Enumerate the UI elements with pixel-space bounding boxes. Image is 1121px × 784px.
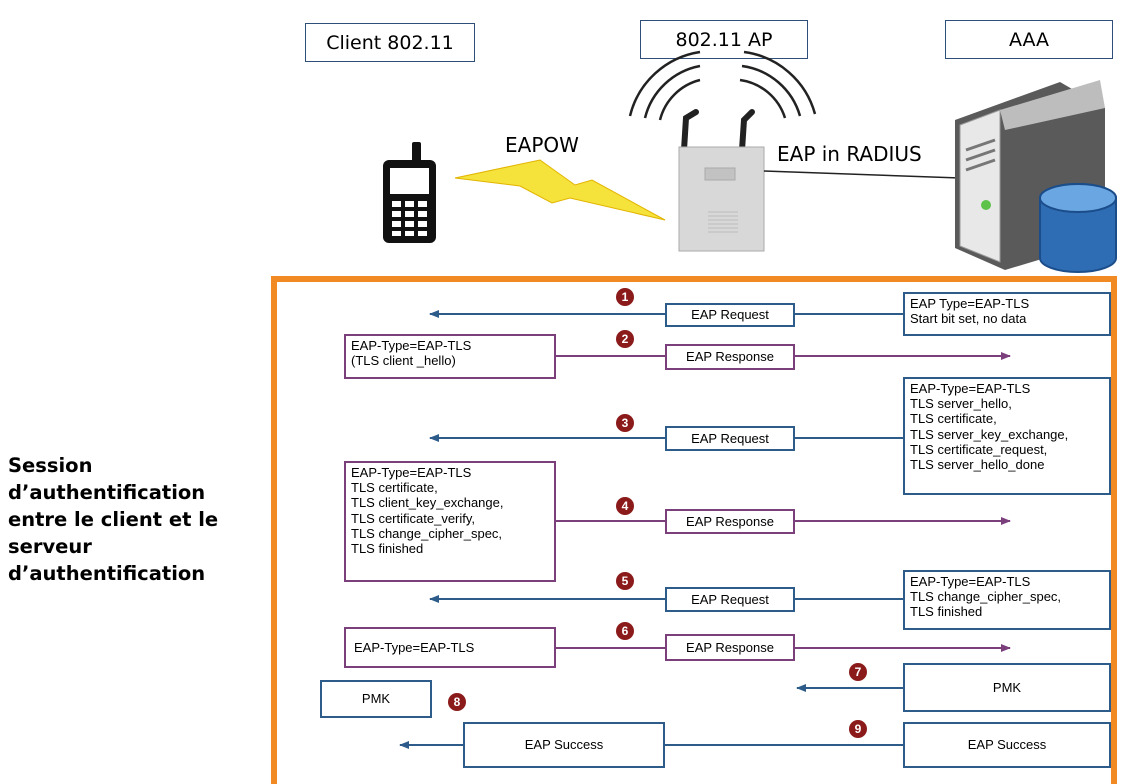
step-1-server-box: EAP Type=EAP-TLS Start bit set, no data bbox=[903, 292, 1111, 336]
session-side-label: Session d’authentification entre le clie… bbox=[8, 454, 219, 585]
svg-text:6: 6 bbox=[622, 624, 629, 638]
step-6-badge: 6 bbox=[616, 622, 634, 640]
step-2-client-line-2: (TLS client _hello) bbox=[351, 353, 456, 369]
step-3-server-line-4: TLS server_key_exchange, bbox=[910, 426, 1069, 442]
step-4-client-line-6: TLS finished bbox=[351, 541, 424, 557]
step-5-server-box: EAP-Type=EAP-TLS TLS change_cipher_spec,… bbox=[903, 570, 1111, 630]
step-4-client-line-4: TLS certificate_verify, bbox=[351, 510, 476, 526]
step-1-message-label: EAP Request bbox=[691, 307, 769, 323]
step-2-message-label: EAP Response bbox=[686, 349, 774, 365]
step-5-server-line-2: TLS change_cipher_spec, bbox=[910, 589, 1062, 605]
step-3-server-line-6: TLS server_hello_done bbox=[910, 457, 1045, 473]
step-4-message-label: EAP Response bbox=[686, 513, 774, 529]
wireless-lightning-icon bbox=[454, 159, 666, 221]
step-2-badge: 2 bbox=[616, 330, 634, 348]
step-4-client-box: EAP-Type=EAP-TLS TLS certificate, TLS cl… bbox=[344, 461, 556, 582]
step-2-client-line-1: EAP-Type=EAP-TLS bbox=[351, 338, 472, 353]
step-9-server-label: EAP Success bbox=[967, 737, 1047, 753]
step-3-message-label: EAP Request bbox=[691, 430, 769, 446]
mobile-phone-icon bbox=[383, 142, 436, 243]
step-8-client-box: PMK bbox=[320, 680, 432, 718]
step-3-server-line-2: TLS server_hello, bbox=[910, 396, 1012, 412]
step-2-client-box: EAP-Type=EAP-TLS (TLS client _hello) bbox=[344, 334, 556, 379]
step-9-badge: 9 bbox=[849, 720, 867, 738]
step-1-badge: 1 bbox=[616, 288, 634, 306]
step-5-server-line-1: EAP-Type=EAP-TLS bbox=[910, 574, 1031, 589]
step-7-badge: 7 bbox=[849, 663, 867, 681]
step-3-server-line-3: TLS certificate, bbox=[910, 411, 997, 427]
step-4-client-line-1: EAP-Type=EAP-TLS bbox=[351, 465, 472, 480]
step-4-client-line-5: TLS change_cipher_spec, bbox=[351, 525, 503, 541]
svg-text:8: 8 bbox=[454, 695, 461, 709]
step-5-message: EAP Request bbox=[665, 587, 795, 612]
svg-text:2: 2 bbox=[622, 332, 629, 346]
step-5-badge: 5 bbox=[616, 572, 634, 590]
step-4-badge: 4 bbox=[616, 497, 634, 515]
svg-text:5: 5 bbox=[622, 574, 629, 588]
ap-header-label: 802.11 AP bbox=[675, 28, 773, 51]
step-5-server-line-3: TLS finished bbox=[910, 604, 983, 620]
authentication-session-frame bbox=[271, 276, 1117, 784]
step-1-message: EAP Request bbox=[665, 303, 795, 327]
step-9-client-box: EAP Success bbox=[463, 722, 665, 768]
step-9-server-box: EAP Success bbox=[903, 722, 1111, 768]
step-3-server-box: EAP-Type=EAP-TLS TLS server_hello, TLS c… bbox=[903, 377, 1111, 495]
step-8-badge: 8 bbox=[448, 693, 466, 711]
client-header-box: Client 802.11 bbox=[305, 23, 475, 62]
step-2-message: EAP Response bbox=[665, 344, 795, 370]
svg-text:7: 7 bbox=[855, 665, 862, 679]
step-7-server-label: PMK bbox=[992, 679, 1022, 695]
client-header-label: Client 802.11 bbox=[326, 31, 454, 54]
step-3-server-line-5: TLS certificate_request, bbox=[910, 441, 1048, 457]
server-database-icon bbox=[955, 80, 1117, 273]
step-3-message: EAP Request bbox=[665, 426, 795, 451]
step-5-message-label: EAP Request bbox=[691, 591, 769, 607]
step-3-server-line-1: EAP-Type=EAP-TLS bbox=[910, 381, 1031, 396]
step-9-message-label: EAP Success bbox=[524, 737, 604, 753]
step-4-message: EAP Response bbox=[665, 509, 795, 534]
eap-in-radius-link-label: EAP in RADIUS bbox=[777, 142, 922, 166]
svg-text:3: 3 bbox=[622, 416, 629, 430]
step-6-client-box: EAP-Type=EAP-TLS bbox=[344, 627, 556, 668]
top-illustration bbox=[383, 50, 1117, 273]
step-1-server-line-2: Start bit set, no data bbox=[910, 311, 1027, 327]
step-7-server-box: PMK bbox=[903, 663, 1111, 712]
ap-header-box: 802.11 AP bbox=[640, 20, 808, 59]
aaa-header-label: AAA bbox=[1008, 28, 1050, 51]
step-1-server-line-1: EAP Type=EAP-TLS bbox=[910, 296, 1030, 311]
aaa-header-box: AAA bbox=[945, 20, 1113, 59]
svg-text:1: 1 bbox=[622, 290, 629, 304]
wireless-access-point-icon bbox=[628, 50, 817, 252]
step-6-client-line-1: EAP-Type=EAP-TLS bbox=[354, 639, 475, 655]
step-8-client-label: PMK bbox=[361, 691, 391, 707]
step-6-message: EAP Response bbox=[665, 634, 795, 661]
svg-text:9: 9 bbox=[855, 722, 862, 736]
step-6-message-label: EAP Response bbox=[686, 639, 774, 655]
step-4-client-line-2: TLS certificate, bbox=[351, 480, 438, 496]
svg-text:4: 4 bbox=[622, 499, 629, 513]
step-3-badge: 3 bbox=[616, 414, 634, 432]
step-4-client-line-3: TLS client_key_exchange, bbox=[351, 495, 504, 511]
eapow-link-label: EAPOW bbox=[505, 133, 579, 157]
